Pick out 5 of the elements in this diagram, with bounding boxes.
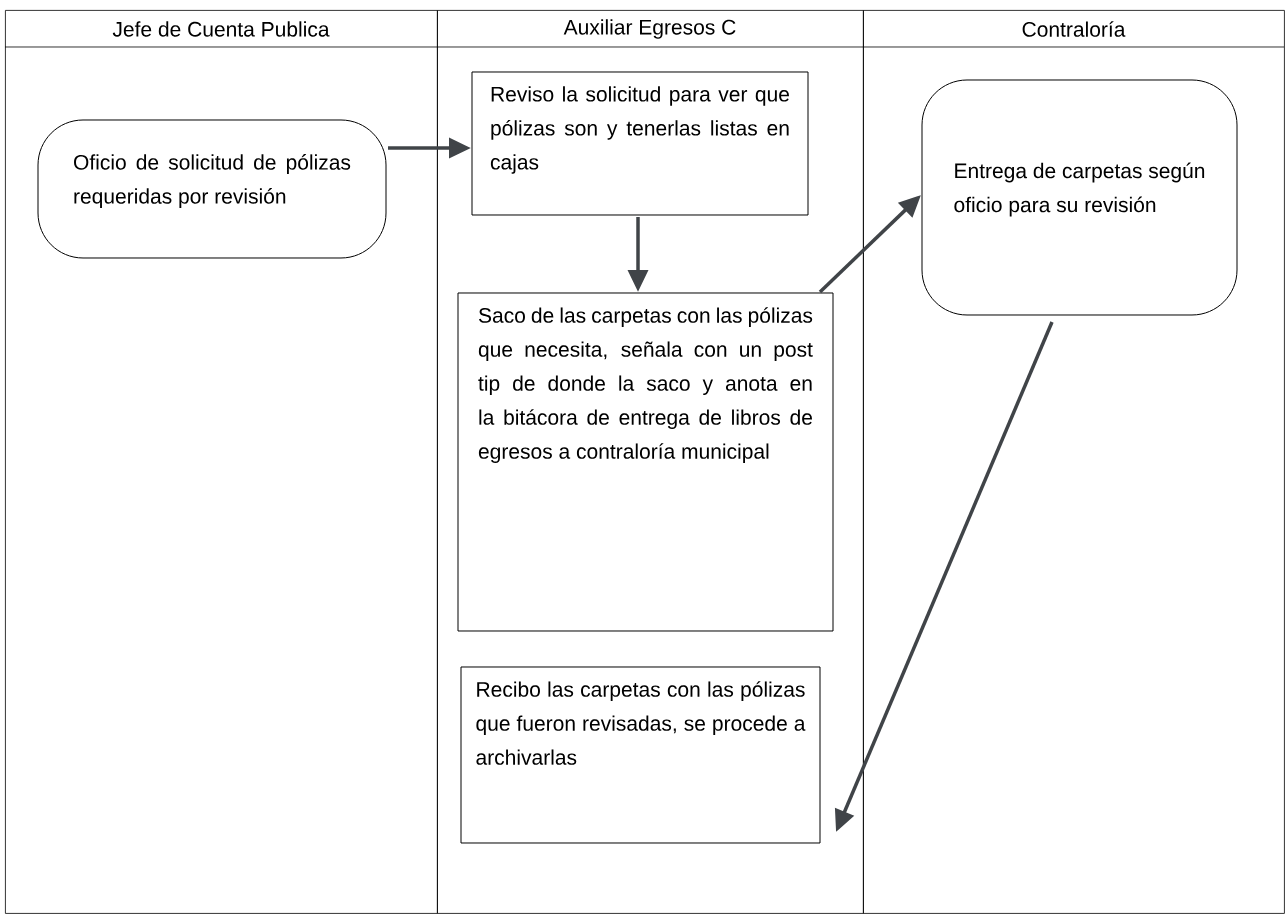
- process-box: Oficio de solicitud de pólizas requeridas por revisión: [37, 119, 387, 259]
- process-box: Saco de las carpetas con las pólizas que necesita, señala con un post tip de donde la saco y anota en la bitácora de entrega de libros de egresos a contraloría municipal: [457, 292, 834, 632]
- process-box: Entrega de carpetas según oficio para su revisión: [921, 79, 1238, 316]
- process-box: Reviso la solicitud para ver que pólizas son y tenerlas listas en cajas: [471, 71, 809, 216]
- process-box: Recibo las carpetas con las pólizas que fueron revisadas, se procede a archivarlas: [460, 666, 821, 844]
